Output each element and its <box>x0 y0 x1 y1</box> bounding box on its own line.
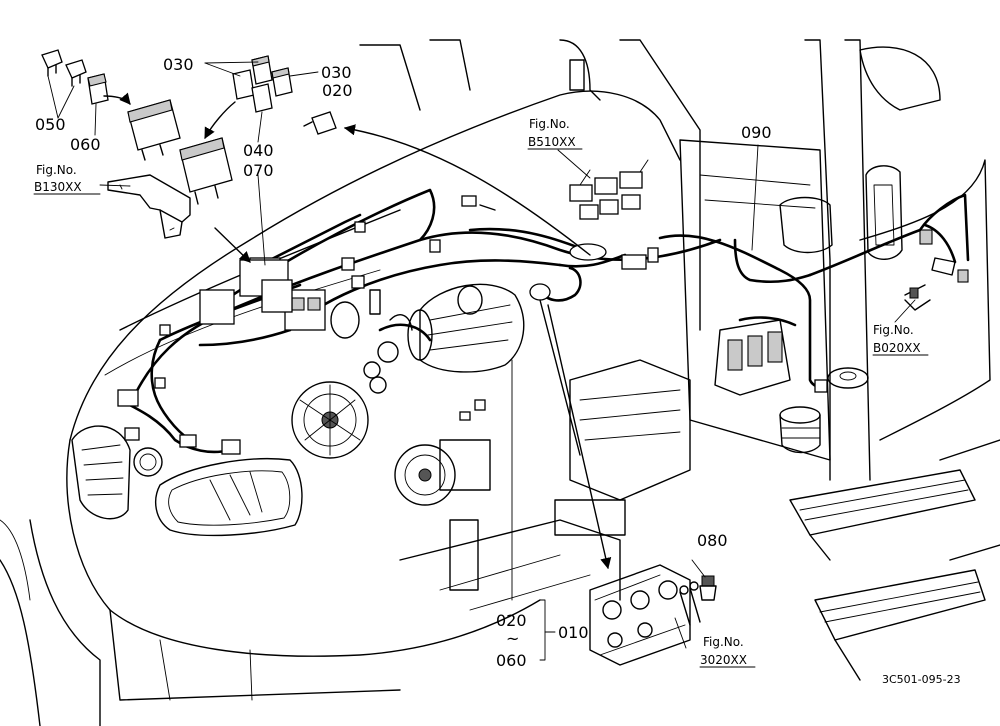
label-030-top: 030 <box>163 55 194 74</box>
rear-sensors <box>904 229 969 311</box>
label-060: 060 <box>70 135 101 154</box>
starter-motor <box>389 283 525 373</box>
relay-cluster-b510 <box>569 159 649 220</box>
fig-ref-b510-title: Fig.No. <box>529 117 570 131</box>
fig-ref-3020-title: Fig.No. <box>703 635 744 649</box>
fig-ref-3020-code: 3020XX <box>700 653 747 667</box>
round-disc-component <box>827 367 869 389</box>
label-080: 080 <box>697 531 728 550</box>
bracket-b130 <box>107 174 191 239</box>
label-020-top: 020 <box>322 81 353 100</box>
fig-ref-3020: Fig.No. 3020XX <box>699 635 756 668</box>
alternator <box>291 376 387 459</box>
relay-060 <box>87 73 109 105</box>
drawing-number: 3C501-095-23 <box>882 673 961 686</box>
fig-ref-b130-title: Fig.No. <box>36 163 77 177</box>
fig-ref-b020: Fig.No. B020XX <box>872 323 929 356</box>
fig-ref-b020-code: B020XX <box>873 341 921 355</box>
relay-020 <box>303 111 337 135</box>
relay-block-on-hood <box>199 259 293 325</box>
fig-ref-b130: Fig.No. B130XX <box>33 163 101 195</box>
leader-lines <box>47 61 916 661</box>
tractor-body-outline <box>0 39 1000 726</box>
sensor-on-hood <box>330 289 399 379</box>
label-070: 070 <box>243 161 274 180</box>
label-090: 090 <box>741 123 772 142</box>
fig-ref-b130-code: B130XX <box>34 180 82 194</box>
label-010: 010 <box>558 623 589 642</box>
ac-compressor <box>394 439 491 506</box>
part-labels: 030 030 020 050 060 040 070 090 080 010 … <box>35 55 772 670</box>
fig-ref-b510: Fig.No. B510XX <box>527 117 583 150</box>
label-050: 050 <box>35 115 66 134</box>
fig-ref-b020-title: Fig.No. <box>873 323 914 337</box>
label-range-tilde: ~ <box>506 629 519 648</box>
relay-box-070 <box>179 137 233 205</box>
main-wire-harness <box>117 188 970 455</box>
label-040: 040 <box>243 141 274 160</box>
label-030-right: 030 <box>321 63 352 82</box>
sensor-080 <box>679 575 717 626</box>
fuses-030 <box>232 55 293 113</box>
label-range-start: 020 <box>496 611 527 630</box>
fig-ref-b510-code: B510XX <box>528 135 576 149</box>
relay-box-040 <box>127 99 181 161</box>
label-range-end: 060 <box>496 651 527 670</box>
fuses-050 <box>41 49 87 87</box>
cylinder-head <box>589 564 691 666</box>
